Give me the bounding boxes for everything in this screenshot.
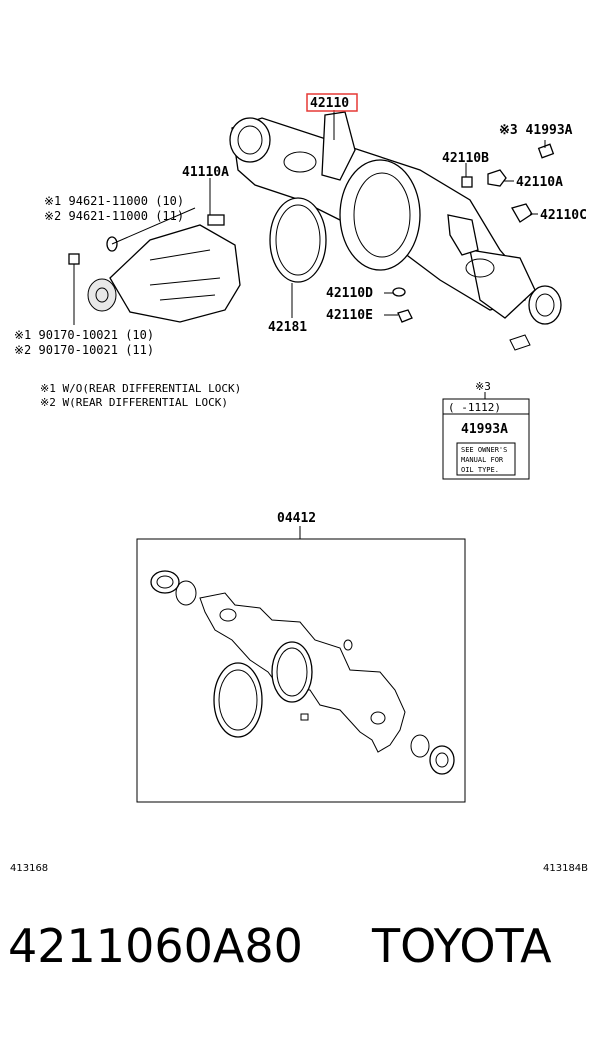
label-42110b[interactable]: 42110B bbox=[442, 151, 489, 166]
label-41110a[interactable]: 41110A bbox=[182, 165, 229, 180]
plug-42110b-drawing bbox=[461, 176, 473, 188]
svg-text:※3: ※3 bbox=[475, 380, 491, 393]
axle-housing-drawing bbox=[229, 111, 562, 351]
label-stud-1[interactable]: ※1 94621-11000 (10) bbox=[44, 194, 184, 208]
svg-text:( -1112): ( -1112) bbox=[448, 401, 501, 414]
label-04412[interactable]: 04412 bbox=[277, 511, 316, 526]
label-42110e[interactable]: 42110E bbox=[326, 308, 373, 323]
note-2: ※2 W(REAR DIFFERENTIAL LOCK) bbox=[40, 396, 228, 409]
gasket-kit-drawing bbox=[150, 570, 455, 775]
label-nut-1[interactable]: ※1 90170-10021 (10) bbox=[14, 328, 154, 342]
label-42110a-nut[interactable]: 42110A bbox=[516, 175, 563, 190]
footer-right-code: 413184B bbox=[543, 863, 588, 874]
differential-carrier-drawing bbox=[87, 224, 241, 323]
label-42110c[interactable]: 42110C bbox=[540, 208, 587, 223]
label-stud-2[interactable]: ※2 94621-11000 (11) bbox=[44, 209, 184, 223]
leader-lines bbox=[73, 110, 546, 325]
brand-name: TOYOTA bbox=[371, 919, 552, 973]
main-part-highlight bbox=[306, 93, 358, 112]
gasket-kit-frame bbox=[136, 538, 466, 803]
gasket-42110d-drawing bbox=[392, 287, 406, 297]
stud-drawing bbox=[207, 214, 225, 226]
nut-42110a-drawing bbox=[487, 169, 507, 187]
svg-text:MANUAL FOR: MANUAL FOR bbox=[461, 456, 504, 464]
plug-42110e-drawing bbox=[397, 309, 413, 323]
footer-left-code: 413168 bbox=[10, 863, 48, 874]
label-nut-2[interactable]: ※2 90170-10021 (11) bbox=[14, 343, 154, 357]
label-42181[interactable]: 42181 bbox=[268, 320, 307, 335]
gasket-42181-drawing bbox=[269, 197, 327, 283]
label-42110[interactable]: 42110 bbox=[310, 96, 349, 111]
label-41993a-drawing bbox=[537, 143, 555, 159]
note-1: ※1 W/O(REAR DIFFERENTIAL LOCK) bbox=[40, 382, 241, 395]
vent-42110c-drawing bbox=[511, 203, 533, 223]
label-41993a-ref[interactable]: ※3 41993A bbox=[499, 123, 573, 138]
nut-drawing bbox=[68, 253, 80, 265]
svg-text:OIL TYPE.: OIL TYPE. bbox=[461, 466, 499, 474]
part-number: 4211060A80 bbox=[8, 919, 303, 973]
label-box-part[interactable]: 41993A bbox=[461, 422, 508, 437]
svg-text:SEE OWNER'S: SEE OWNER'S bbox=[461, 446, 507, 454]
label-box: ※3 ( -1112) 41993A SEE OWNER'S MANUAL FO… bbox=[442, 380, 530, 480]
label-42110d[interactable]: 42110D bbox=[326, 286, 373, 301]
